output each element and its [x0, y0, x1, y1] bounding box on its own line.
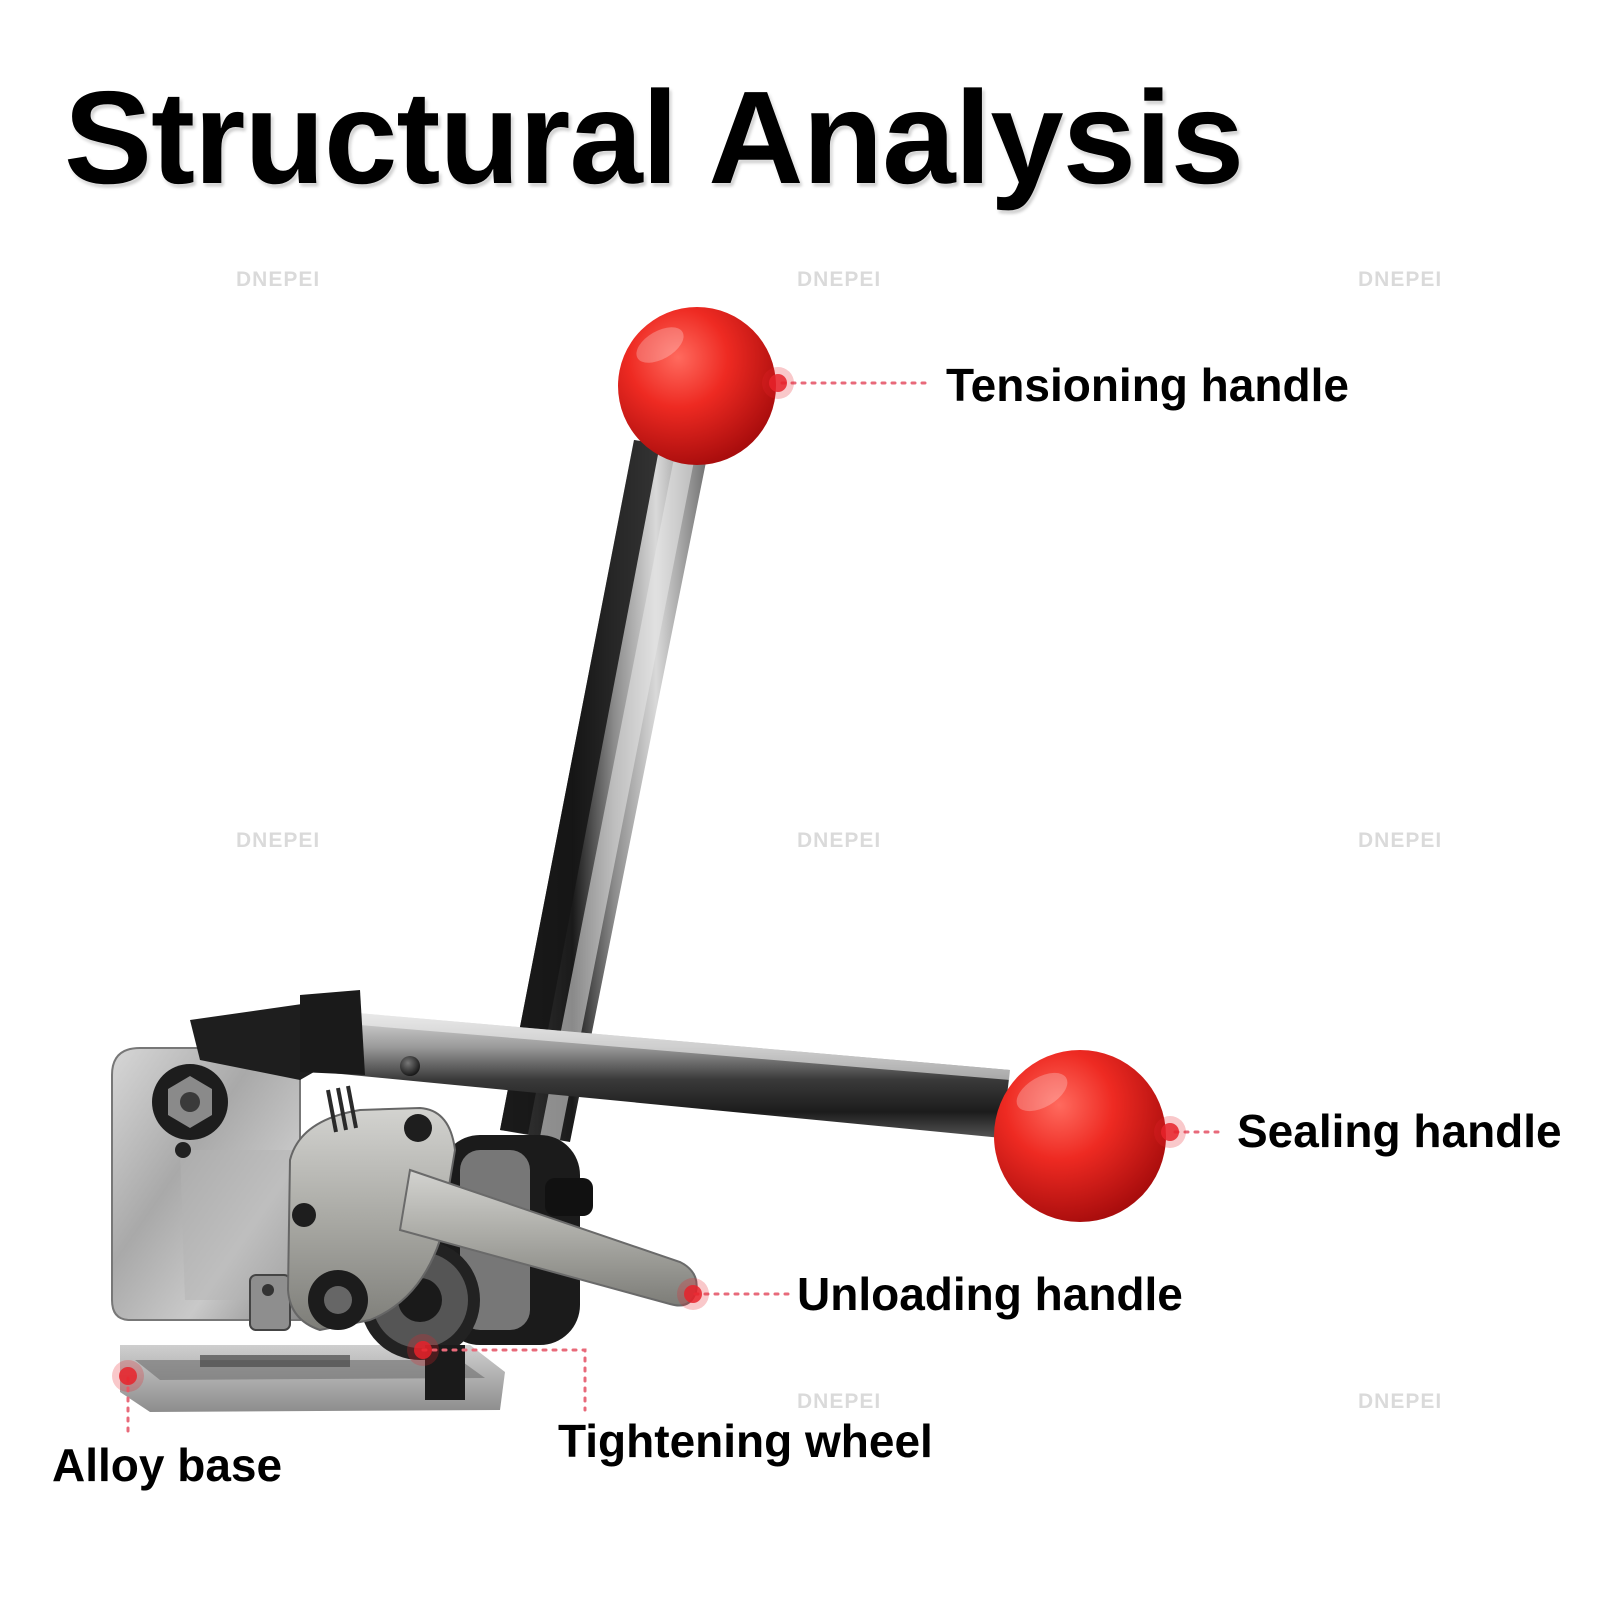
watermark: DNEPEI: [1358, 829, 1443, 852]
watermark: DNEPEI: [236, 268, 321, 291]
watermark: DNEPEI: [797, 829, 882, 852]
leader-lines: [126, 381, 1227, 1437]
label-tensioning-handle: Tensioning handle: [946, 359, 1349, 411]
watermark: DNEPEI: [1358, 268, 1443, 291]
tensioning-bar: [500, 440, 708, 1142]
tensioning-handle-ball: [618, 307, 776, 465]
watermark: DNEPEI: [236, 829, 321, 852]
watermark: DNEPEI: [797, 268, 882, 291]
label-sealing-handle: Sealing handle: [1237, 1105, 1562, 1157]
label-tightening-wheel: Tightening wheel: [558, 1415, 933, 1467]
label-unloading-handle: Unloading handle: [797, 1268, 1183, 1320]
sealing-handle-ball: [994, 1050, 1166, 1222]
watermark: DNEPEI: [797, 1390, 882, 1413]
base-plate: [120, 1345, 505, 1412]
watermark: DNEPEI: [1358, 1390, 1443, 1413]
page-title: Structural Analysis: [64, 64, 1244, 211]
sealing-bar: [300, 990, 1010, 1138]
label-alloy-base: Alloy base: [52, 1439, 283, 1491]
bar-knob: [545, 1178, 593, 1216]
anchor-dots: [119, 374, 1179, 1385]
unloading-lever: [286, 1085, 698, 1332]
